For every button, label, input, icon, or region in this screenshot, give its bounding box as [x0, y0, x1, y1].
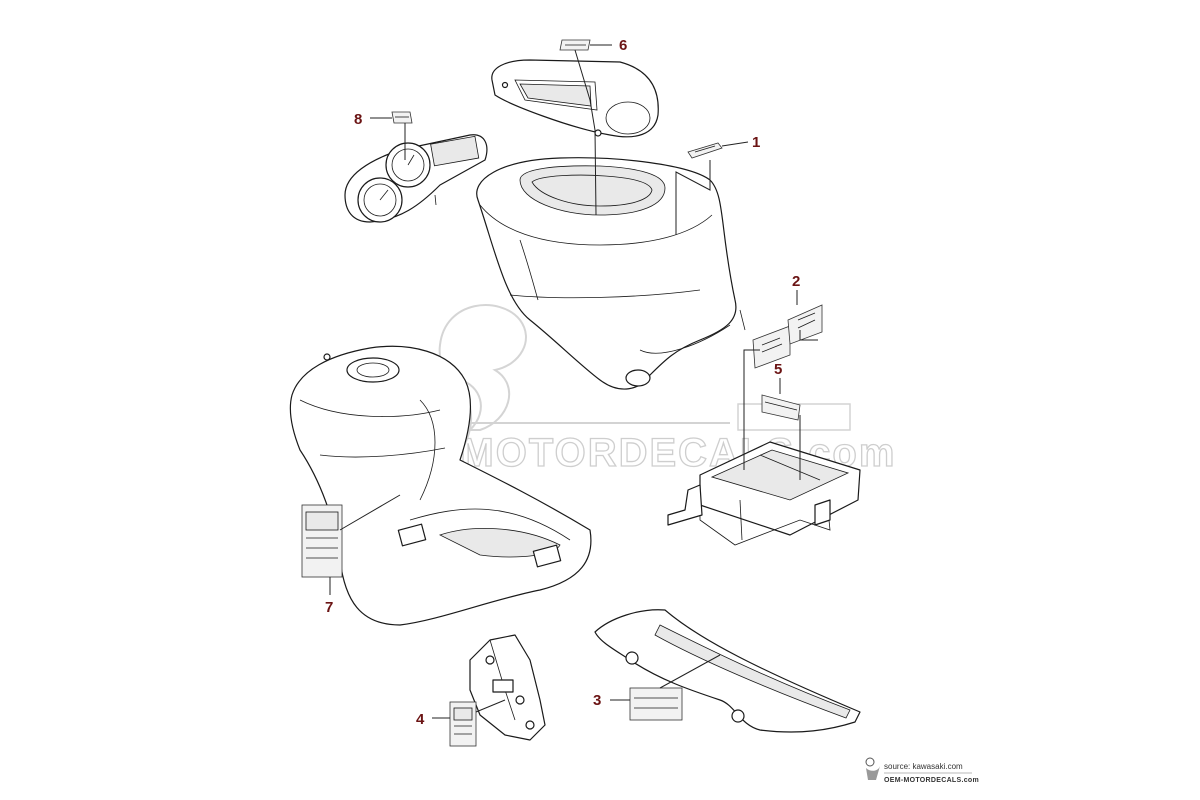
fairing-cover [476, 157, 746, 390]
decal-6 [559, 39, 591, 51]
callout-1: 1 [752, 134, 760, 151]
callout-7: 7 [325, 599, 333, 616]
callout-3: 3 [593, 692, 601, 709]
decal-7 [301, 504, 343, 578]
decal-3 [629, 687, 683, 721]
fuel-tank [289, 345, 592, 626]
decal-1 [687, 142, 723, 159]
leader-lines [329, 44, 818, 719]
top-cover-plate [491, 59, 659, 138]
callout-8: 8 [354, 111, 362, 128]
decal-4 [449, 701, 477, 747]
source-credit: source: kawasaki.com OEM-MOTORDECALS.com [865, 757, 979, 784]
instrument-cluster [344, 134, 488, 223]
callout-4: 4 [416, 711, 425, 728]
callout-2: 2 [792, 273, 800, 290]
under-seat-tray [667, 441, 861, 546]
source-line-1: source: kawasaki.com [884, 762, 963, 771]
decal-5 [761, 394, 801, 421]
callouts: 1 2 3 4 5 6 7 8 [325, 37, 800, 728]
source-line-2: OEM-MOTORDECALS.com [884, 777, 979, 784]
bracket [469, 634, 546, 741]
decal-8 [391, 111, 413, 124]
chain-cover [594, 609, 861, 733]
decal-2 [752, 304, 823, 369]
callout-6: 6 [619, 37, 627, 54]
source-logo-icon [865, 757, 880, 780]
callout-5: 5 [774, 361, 782, 378]
